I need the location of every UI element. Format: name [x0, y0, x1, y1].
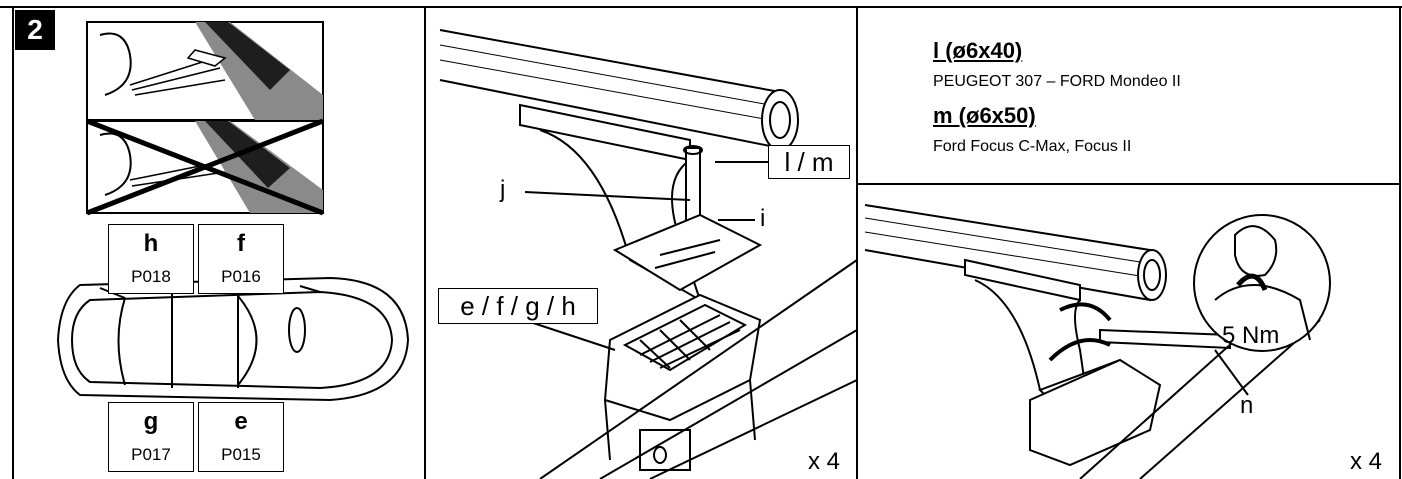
clean-correct-illustration	[86, 21, 324, 121]
label-g-letter: g	[143, 408, 159, 435]
label-f-code: P016	[221, 267, 261, 286]
car-top-view	[56, 276, 410, 402]
foot-assembly-illustration	[439, 29, 858, 479]
label-h: h P018	[108, 224, 194, 294]
pad-label: e / f / g / h	[438, 288, 598, 324]
right-quantity: x 4	[1350, 448, 1383, 475]
step-badge	[15, 10, 55, 50]
bolt-m-description: Ford Focus C-Max, Focus II	[933, 138, 1132, 155]
tightening-illustration	[864, 204, 1331, 479]
bolt-l-title: l (ø6x40)	[933, 38, 1023, 63]
label-e: e P015	[198, 402, 284, 472]
label-e-code: P015	[221, 445, 261, 464]
torque-value: 5 Nm	[1222, 322, 1280, 349]
label-f: f P016	[198, 224, 284, 294]
label-h-code: P018	[131, 267, 171, 286]
step-number: 2	[27, 14, 43, 45]
bolt-label: l / m	[768, 145, 850, 179]
callout-n: n	[1240, 392, 1254, 419]
label-g-code: P017	[131, 445, 171, 464]
callout-j: j	[500, 176, 506, 203]
callout-i: i	[760, 205, 766, 232]
label-e-letter: e	[234, 408, 248, 435]
label-g: g P017	[108, 402, 194, 472]
clean-wrong-illustration	[86, 118, 324, 216]
label-h-letter: h	[143, 230, 159, 257]
cross-line-2	[86, 118, 324, 216]
panel-borders	[0, 6, 1402, 479]
label-f-letter: f	[237, 230, 245, 257]
middle-quantity: x 4	[808, 448, 841, 475]
bolt-m-title: m (ø6x50)	[933, 103, 1036, 128]
bolt-l-description: PEUGEOT 307 – FORD Mondeo II	[933, 73, 1181, 90]
